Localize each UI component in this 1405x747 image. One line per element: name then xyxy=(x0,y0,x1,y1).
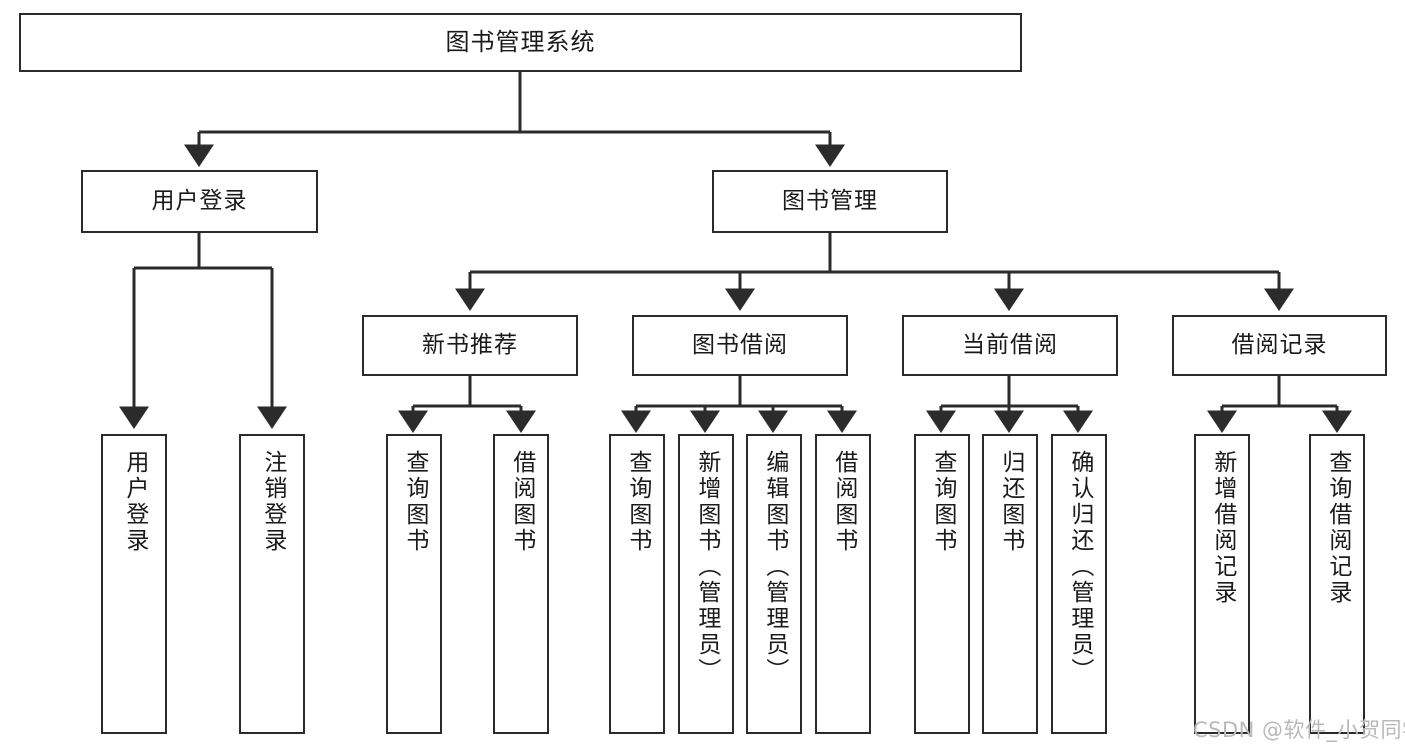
node-label: 查询图书 xyxy=(929,450,956,554)
node-book-borrow[interactable]: 图书借阅 xyxy=(632,315,848,376)
node-label: 查询图书 xyxy=(401,450,428,554)
node-label: 图书管理 xyxy=(782,187,878,214)
node-root-system[interactable]: 图书管理系统 xyxy=(19,13,1022,72)
node-label: 新书推荐 xyxy=(422,331,518,358)
node-label: 查询图书 xyxy=(624,450,651,554)
node-leaf-query-book-3[interactable]: 查询图书 xyxy=(914,434,970,734)
node-label: 查询借阅记录 xyxy=(1324,450,1351,606)
node-label: 当前借阅 xyxy=(962,331,1058,358)
node-label: 图书管理系统 xyxy=(445,28,596,57)
node-label: 注销登录 xyxy=(259,450,286,554)
node-label: 新增借阅记录 xyxy=(1209,450,1236,606)
node-label: 归还图书 xyxy=(997,450,1024,554)
node-leaf-query-record[interactable]: 查询借阅记录 xyxy=(1309,434,1365,734)
node-label: 借阅记录 xyxy=(1231,331,1328,358)
node-borrow-record[interactable]: 借阅记录 xyxy=(1172,315,1387,376)
node-label: 借阅图书 xyxy=(830,450,857,554)
node-leaf-return-book[interactable]: 归还图书 xyxy=(982,434,1038,734)
node-label: 编辑图书（管理员） xyxy=(761,450,788,684)
node-book-manage[interactable]: 图书管理 xyxy=(712,170,948,233)
node-label: 用户登录 xyxy=(151,187,248,214)
node-label: 借阅图书 xyxy=(508,450,535,554)
node-leaf-user-logout[interactable]: 注销登录 xyxy=(239,434,305,734)
node-label: 用户登录 xyxy=(121,450,148,554)
node-leaf-confirm-return[interactable]: 确认归还（管理员） xyxy=(1051,434,1107,734)
node-leaf-user-login[interactable]: 用户登录 xyxy=(101,434,167,734)
csdn-watermark: CSDN @软件_小贺同学 xyxy=(1193,718,1405,742)
node-leaf-add-record[interactable]: 新增借阅记录 xyxy=(1194,434,1250,734)
node-leaf-add-book[interactable]: 新增图书（管理员） xyxy=(678,434,734,734)
node-user-login[interactable]: 用户登录 xyxy=(81,170,318,233)
node-leaf-query-book-2[interactable]: 查询图书 xyxy=(609,434,665,734)
node-leaf-borrow-book-1[interactable]: 借阅图书 xyxy=(493,434,549,734)
node-label: 新增图书（管理员） xyxy=(693,450,720,684)
node-leaf-borrow-book-2[interactable]: 借阅图书 xyxy=(815,434,871,734)
node-label: 图书借阅 xyxy=(692,331,788,358)
node-leaf-query-book-1[interactable]: 查询图书 xyxy=(386,434,442,734)
node-new-book-rec[interactable]: 新书推荐 xyxy=(362,315,578,376)
node-current-borrow[interactable]: 当前借阅 xyxy=(902,315,1118,376)
node-leaf-edit-book[interactable]: 编辑图书（管理员） xyxy=(746,434,802,734)
node-label: 确认归还（管理员） xyxy=(1066,450,1093,684)
